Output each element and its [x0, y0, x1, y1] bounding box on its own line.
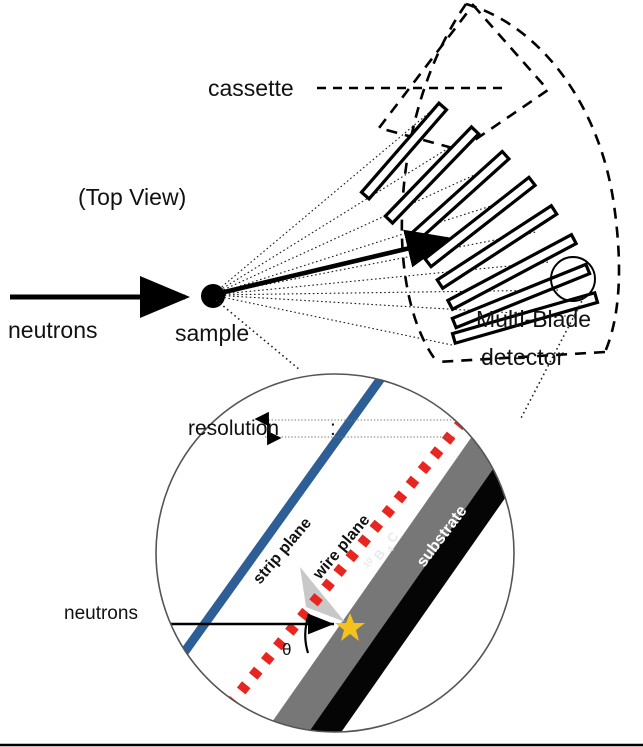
detector-label-line1: Multi-Blade	[476, 306, 591, 332]
resolution-label: resolution	[188, 417, 279, 440]
blade	[435, 203, 559, 291]
detector-sector-outline	[400, 2, 621, 364]
cassette-outline	[376, 2, 550, 152]
blade	[359, 100, 449, 202]
blade	[404, 149, 512, 247]
neutrons-label-top: neutrons	[8, 317, 98, 343]
cassette-label: cassette	[208, 75, 294, 101]
neutrons-label-inset: neutrons	[64, 603, 138, 624]
theta-label: θ	[282, 640, 291, 659]
inset-circle-outline	[155, 373, 515, 733]
inset-leader-lines	[215, 296, 585, 421]
theta-arc	[304, 613, 311, 654]
wire-plane-line	[200, 396, 485, 732]
sample-label: sample	[175, 320, 249, 346]
zoom-marker-circle	[550, 256, 596, 302]
blade	[445, 232, 579, 312]
top-view-label: (Top View)	[78, 184, 186, 210]
blade	[383, 124, 481, 226]
detector-label-line2: detector	[481, 344, 564, 370]
scattering-cone	[300, 567, 345, 622]
blade	[450, 290, 600, 346]
converter-label: 10 B 4 C	[358, 525, 405, 576]
blade	[450, 262, 592, 330]
resolution-colon: :	[330, 417, 336, 440]
absorption-star	[335, 613, 365, 641]
specular-beam-arrow	[215, 229, 453, 297]
sample-dot	[201, 284, 225, 308]
svg-text:10 B 4: 10 B 4 C	[358, 525, 405, 576]
